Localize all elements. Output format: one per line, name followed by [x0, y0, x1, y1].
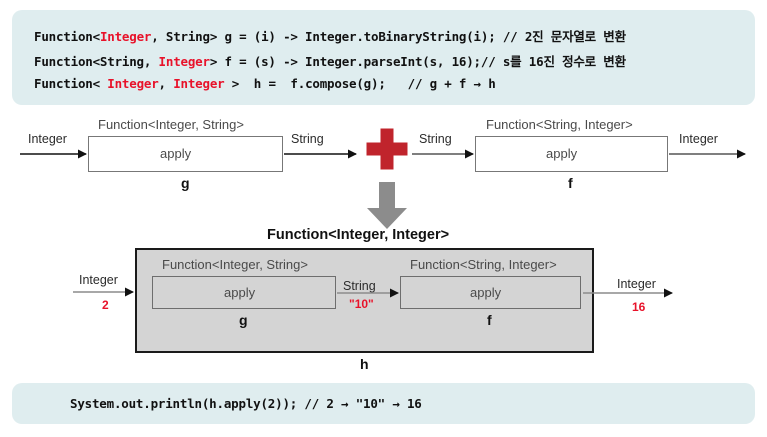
g-apply-box [88, 136, 283, 172]
h-input-label: Integer [79, 273, 118, 287]
h-f-apply-label: apply [470, 285, 502, 300]
h-g-name-label: g [239, 312, 248, 328]
code-segment: Function< [34, 29, 100, 44]
top-code-block: Function<Integer, String> g = (i) -> Int… [12, 10, 755, 105]
code-line-2: Function<String, Integer> f = (s) -> Int… [34, 51, 626, 70]
f-apply-label: apply [546, 146, 578, 161]
bottom-code-block: System.out.println(h.apply(2)); // 2 → "… [12, 383, 755, 424]
code-segment: Integer [99, 29, 152, 44]
code-segment: > h = f.compose(g); // g + f → h [224, 76, 496, 91]
g-name-label: g [181, 175, 190, 191]
h-g-apply-box [152, 276, 336, 309]
f-apply-box [475, 136, 668, 172]
code-line-1: Function<Integer, String> g = (i) -> Int… [34, 26, 626, 45]
down-arrow-icon [366, 182, 408, 230]
code-segment: , String> g = (i) -> Integer.toBinaryStr… [151, 29, 626, 44]
g-input-label: Integer [28, 132, 67, 146]
f-name-label: f [568, 175, 573, 191]
f-type-label: Function<String, Integer> [486, 117, 633, 132]
h-type-label: Function<Integer, Integer> [267, 227, 450, 243]
f-input-label: String [419, 132, 452, 146]
h-middle-value: "10" [349, 297, 374, 311]
h-g-apply-label: apply [224, 285, 256, 300]
h-name-label: h [360, 356, 369, 372]
h-middle-label: String [343, 279, 376, 293]
code-segment: , [158, 76, 174, 91]
code-line-3: Function< Integer, Integer > h = f.compo… [34, 76, 496, 91]
code-segment: Integer [107, 76, 159, 91]
code-segment: Integer [158, 54, 210, 69]
code-segment: Function<String, [34, 54, 159, 69]
h-f-name-label: f [487, 312, 492, 328]
h-f-apply-box [400, 276, 581, 309]
h-output-label: Integer [617, 277, 656, 291]
h-input-value: 2 [102, 298, 109, 312]
code-segment: > f = (s) -> Integer.parseInt(s, 16);// … [209, 54, 626, 69]
h-f-type-label: Function<String, Integer> [410, 257, 557, 272]
code-segment: Function< [34, 76, 108, 91]
bottom-code-line: System.out.println(h.apply(2)); // 2 → "… [70, 396, 422, 411]
plus-operator-icon [366, 128, 408, 170]
f-output-label: Integer [679, 132, 718, 146]
code-segment: Integer [173, 76, 225, 91]
h-output-value: 16 [632, 300, 646, 314]
g-output-label: String [291, 132, 324, 146]
g-apply-label: apply [160, 146, 192, 161]
g-type-label: Function<Integer, String> [98, 117, 244, 132]
h-g-type-label: Function<Integer, String> [162, 257, 308, 272]
